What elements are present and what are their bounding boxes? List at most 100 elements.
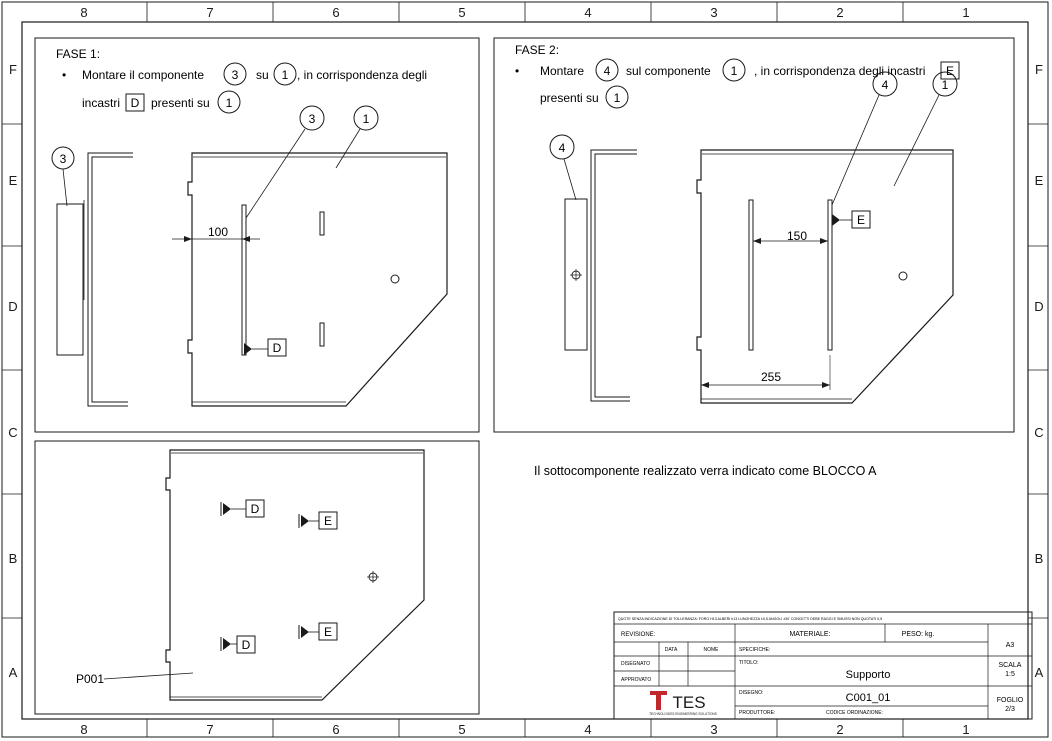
datum-triangle xyxy=(832,214,840,226)
dimension-value: 100 xyxy=(208,225,228,239)
bottom-view: D E D E P001 xyxy=(76,449,425,701)
zone-col-label: 5 xyxy=(458,722,465,737)
zone-col-label: 7 xyxy=(206,722,213,737)
component-3-profile xyxy=(241,204,247,356)
balloon-number: 1 xyxy=(731,64,738,78)
phase1-text: Montare il componente xyxy=(82,68,204,82)
datum-letter: E xyxy=(857,213,865,227)
phase1-text: presenti su xyxy=(151,96,210,110)
zone-col-label: 7 xyxy=(206,5,213,20)
datum-letter: E xyxy=(946,64,954,78)
balloon-number: 4 xyxy=(882,78,889,92)
balloon-number: 4 xyxy=(559,141,566,155)
component-3-profile xyxy=(748,199,754,351)
zone-row-label: E xyxy=(1035,173,1044,188)
zone-row-label: F xyxy=(9,62,17,77)
side-bracket-1 xyxy=(87,152,133,407)
zone-col-label: 1 xyxy=(962,722,969,737)
phase2-text: , in corrispondenza degli incastri xyxy=(754,64,925,78)
tb-materiale: MATERIALE: xyxy=(789,631,830,638)
zone-col-label: 8 xyxy=(80,5,87,20)
part-label: P001 xyxy=(76,672,104,686)
zone-row-label: A xyxy=(1035,665,1044,680)
phase2-title: FASE 2: xyxy=(515,43,559,57)
balloon-number: 4 xyxy=(604,64,611,78)
tolerance-note: QUOTE SENZA INDICAZIONE DI TOLLERANZA: F… xyxy=(618,617,882,621)
phase1-title: FASE 1: xyxy=(56,47,100,61)
datum-triangle xyxy=(301,626,309,638)
balloon-number: 3 xyxy=(232,68,239,82)
dimension-value: 255 xyxy=(761,370,781,384)
tb-format: A3 xyxy=(1006,642,1015,649)
phase2-text: Montare xyxy=(540,64,584,78)
balloon-circle xyxy=(595,58,619,82)
datum-triangle xyxy=(301,515,309,527)
zone-rows-left: F E D C B A xyxy=(8,62,17,680)
tb-nome: NOME xyxy=(704,647,720,653)
inner-frame xyxy=(21,21,1029,720)
phase2-side-view: 4 xyxy=(549,134,637,402)
datum-triangle xyxy=(244,343,252,355)
phase1-text: incastri xyxy=(82,96,120,110)
zone-row-label: E xyxy=(9,173,18,188)
company-logo: TES TECHNOLOGIES ENGINEERING SOLUTIONS xyxy=(649,691,717,716)
zone-col-label: 2 xyxy=(836,722,843,737)
zone-col-label: 6 xyxy=(332,722,339,737)
leader-line xyxy=(563,158,577,201)
datum-letter: D xyxy=(242,638,251,652)
zone-col-label: 8 xyxy=(80,722,87,737)
zone-col-label: 5 xyxy=(458,5,465,20)
tb-foglio: 2/3 xyxy=(1005,706,1015,713)
datum-letter: D xyxy=(131,96,140,110)
leader-line xyxy=(245,128,306,219)
zone-columns-top: 8 7 6 5 4 3 2 1 xyxy=(80,5,969,20)
balloon-circle xyxy=(932,71,958,97)
component-4-profile xyxy=(827,199,833,351)
datum-letter: D xyxy=(251,502,260,516)
phase1-bullet: • xyxy=(62,68,66,82)
datum-triangle xyxy=(223,638,231,650)
phase1-side-view: 3 xyxy=(51,146,133,407)
balloon-circle xyxy=(217,90,241,114)
bottom-panel xyxy=(34,440,480,715)
hole xyxy=(390,274,400,284)
balloon-number: 1 xyxy=(942,78,949,92)
zone-col-label: 3 xyxy=(710,5,717,20)
datum-box xyxy=(267,338,287,357)
leader-line xyxy=(103,672,194,680)
datum-box xyxy=(940,61,960,80)
plate-outline xyxy=(165,449,425,701)
plate-outline xyxy=(696,149,954,404)
tb-peso: PESO: kg. xyxy=(902,631,935,638)
datum-box xyxy=(318,622,338,641)
tb-specifiche: SPECIFICHE: xyxy=(739,647,770,653)
hole xyxy=(898,271,908,281)
tb-codice: CODICE ORDINAZIONE: xyxy=(826,710,883,716)
balloon-circle xyxy=(353,105,379,131)
phase1-panel xyxy=(34,37,480,433)
title-block: QUOTE SENZA INDICAZIONE DI TOLLERANZA: F… xyxy=(613,611,1033,720)
tb-titolo: Supporto xyxy=(846,669,891,681)
balloon-circle xyxy=(223,62,247,86)
datum-letter: D xyxy=(273,341,282,355)
side-bracket-1 xyxy=(590,149,637,402)
datum-box xyxy=(125,93,145,112)
tb-disegno: C001_01 xyxy=(846,692,891,704)
balloon-number: 1 xyxy=(226,96,233,110)
phase2-text: presenti su xyxy=(540,91,599,105)
balloon-circle xyxy=(722,58,746,82)
zone-columns-bottom: 8 7 6 5 4 3 2 1 xyxy=(80,722,969,737)
zone-col-label: 2 xyxy=(836,5,843,20)
tb-produttore: PRODUTTORE: xyxy=(739,710,775,716)
dimension-arrows xyxy=(753,238,828,244)
zone-row-label: C xyxy=(8,425,17,440)
leader-line xyxy=(62,168,68,207)
zone-col-label: 1 xyxy=(962,5,969,20)
phase1-text: su xyxy=(256,68,269,82)
tb-revisione: REVISIONE: xyxy=(621,632,656,638)
tb-scala: 1:5 xyxy=(1005,671,1015,678)
tb-disegnato: DISEGNATO xyxy=(621,661,650,667)
phase1-front-view: 3 1 100 D xyxy=(172,105,448,407)
